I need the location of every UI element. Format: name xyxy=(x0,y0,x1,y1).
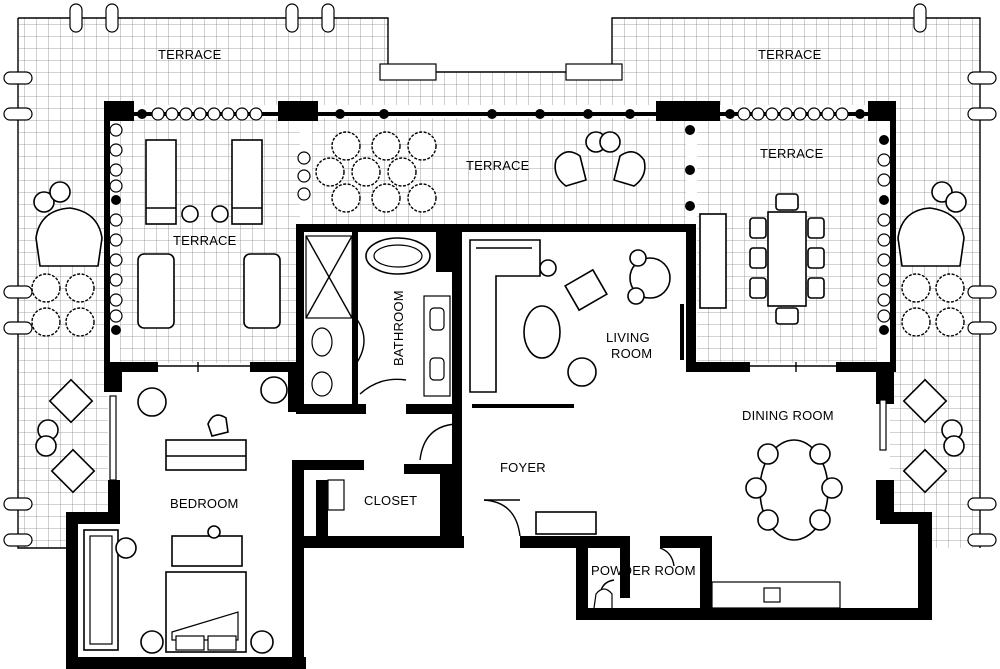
label-dining-room: DINING ROOM xyxy=(742,408,834,423)
bedroom-furniture xyxy=(83,376,288,654)
label-living-room-line1: LIVING xyxy=(606,330,650,345)
label-bedroom: BEDROOM xyxy=(170,496,239,511)
label-foyer: FOYER xyxy=(500,460,546,475)
label-terrace-center: TERRACE xyxy=(466,158,530,173)
label-terrace-top-left: TERRACE xyxy=(158,47,222,62)
room-labels: TERRACE TERRACE TERRACE TERRACE TERRACE … xyxy=(158,47,834,578)
walls xyxy=(66,101,932,669)
planter-row xyxy=(109,107,891,323)
label-terrace-right: TERRACE xyxy=(760,146,824,161)
label-terrace-left: TERRACE xyxy=(173,233,237,248)
label-living-room-line2: ROOM xyxy=(611,346,652,361)
label-terrace-top-right: TERRACE xyxy=(758,47,822,62)
label-closet: CLOSET xyxy=(364,493,417,508)
dining-furniture xyxy=(711,399,887,609)
label-bathroom: BATHROOM xyxy=(391,290,406,366)
bathroom-fixtures xyxy=(305,235,451,397)
living-room-furniture xyxy=(469,239,684,393)
closet-foyer xyxy=(327,423,675,609)
windows xyxy=(158,362,836,372)
plants xyxy=(31,131,965,337)
terrace-furniture xyxy=(33,131,967,494)
terrace-parapet xyxy=(17,17,981,549)
label-powder-room: POWDER ROOM xyxy=(591,563,696,578)
pergola-columns xyxy=(111,109,889,335)
railing-posts xyxy=(3,3,997,547)
